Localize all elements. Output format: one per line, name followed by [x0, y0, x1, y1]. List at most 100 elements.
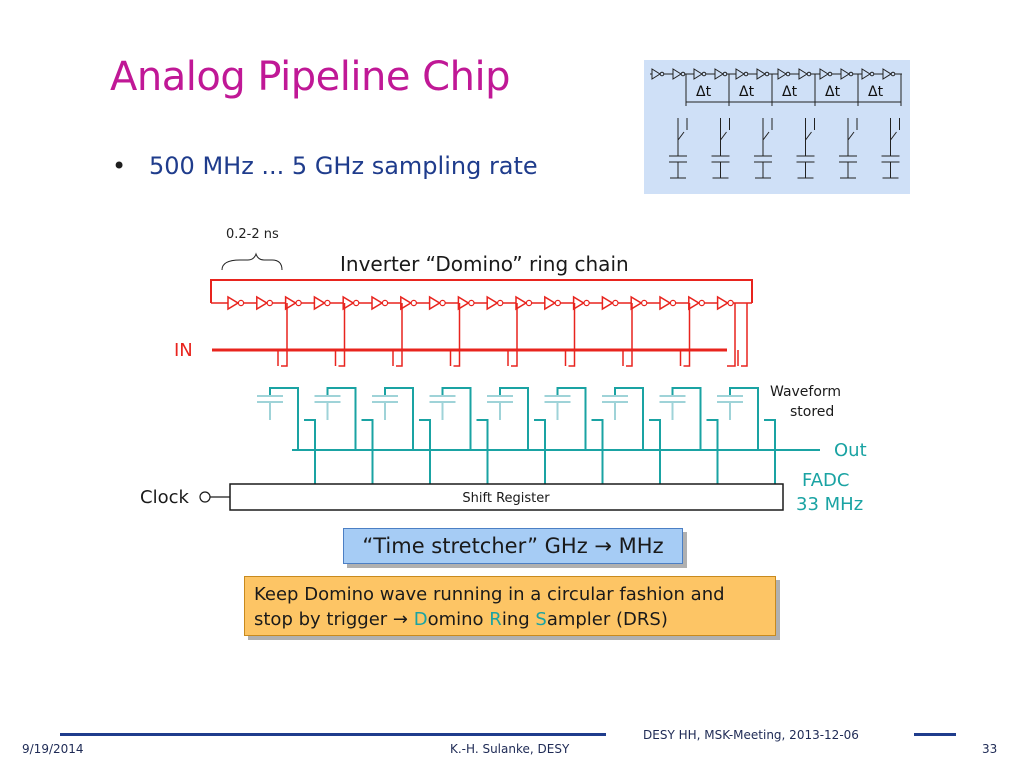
inset-bubble-2	[680, 71, 686, 77]
inverter-8	[428, 295, 442, 311]
inset-inverter-11	[861, 68, 871, 80]
inset-inverter-3	[693, 68, 703, 80]
cell-select-wire-6	[591, 419, 604, 484]
inset-delta-label-1: Δt	[696, 84, 712, 100]
inverter-bubble-14	[612, 299, 619, 307]
inset-inverter-7	[777, 68, 787, 80]
inset-bubble-1	[659, 71, 665, 77]
inverter-1	[227, 295, 240, 311]
inverter-bubble-11	[525, 299, 533, 307]
cell-readout-wire-4	[441, 387, 472, 450]
explanation-line-2: stop by trigger → Domino Ring Sampler (D…	[254, 607, 766, 632]
inset-switch-2	[720, 118, 727, 142]
cell-tap-9	[741, 303, 748, 367]
cell-readout-wire-8	[671, 387, 702, 450]
inset-bubble-3	[701, 71, 707, 77]
clock-input-circle	[199, 491, 211, 503]
inverter-4	[313, 295, 326, 311]
cell-tap-1	[281, 303, 288, 367]
cell-select-wire-2	[361, 419, 374, 484]
ring-end-tap	[727, 303, 736, 367]
fadc-rate-label: 33 MHz	[796, 494, 863, 515]
inset-inverter-9	[819, 68, 829, 80]
explanation-ing: ing	[501, 609, 536, 630]
inset-bubble-4	[722, 71, 728, 77]
inverter-bubble-12	[554, 299, 561, 307]
inset-bubble-11	[869, 71, 875, 77]
cell-readout-wire-9	[729, 387, 759, 450]
explanation-omino: omino	[427, 609, 490, 630]
shift-register	[229, 483, 784, 511]
inverter-12	[544, 295, 557, 311]
drs-letter-s: S	[535, 609, 547, 630]
inset-inverter-6	[756, 68, 766, 80]
inverter-bubble-2	[266, 299, 273, 307]
cell-select-wire-4	[476, 419, 489, 484]
chain-label: Inverter “Domino” ring chain	[340, 252, 629, 276]
explanation-prefix: stop by trigger →	[254, 609, 414, 630]
inverter-bubble-18	[727, 299, 734, 307]
domino-explanation-callout: Keep Domino wave running in a circular f…	[244, 576, 776, 636]
inverter-16	[659, 295, 672, 311]
inset-switch-4	[805, 118, 812, 142]
cell-readout-wire-1	[269, 387, 299, 450]
inverter-6	[371, 295, 384, 311]
inverter-10	[486, 295, 499, 311]
inset-switch-3	[762, 118, 770, 142]
cell-tap-4	[453, 303, 461, 367]
drs-letter-d: D	[413, 609, 428, 630]
explanation-line-1: Keep Domino wave running in a circular f…	[254, 584, 725, 605]
inverter-11	[515, 295, 528, 311]
inset-bubble-9	[827, 71, 833, 77]
domino-ring-diagram: 0.2-2 ns Inverter “Domino” ring chain IN…	[140, 227, 867, 515]
cell-tap-7	[626, 303, 633, 367]
inverter-bubble-5	[352, 299, 360, 307]
inverter-bubble-15	[641, 299, 648, 307]
inset-inverter-4	[714, 68, 724, 80]
inverter-bubble-3	[295, 299, 302, 307]
fadc-label: FADC	[802, 470, 849, 491]
inset-delta-label-2: Δt	[739, 84, 755, 100]
cell-readout-wire-5	[499, 387, 529, 450]
inverter-2	[256, 295, 269, 311]
stored-label: stored	[790, 404, 834, 420]
inverter-5	[342, 295, 355, 311]
footer-date: 9/19/2014	[22, 742, 84, 756]
cell-tap-6	[568, 303, 576, 367]
sampling-cells	[257, 303, 776, 484]
cell-select-wire-7	[649, 419, 661, 484]
timing-brace	[221, 252, 283, 271]
cell-readout-wire-7	[614, 387, 644, 450]
inset-delta-label-5: Δt	[868, 84, 884, 100]
timing-label: 0.2-2 ns	[226, 227, 279, 242]
inverter-7	[400, 295, 413, 311]
inverter-bubble-9	[468, 299, 475, 307]
inset-delta-label-3: Δt	[782, 84, 798, 100]
inverter-bubble-1	[237, 299, 245, 307]
input-label: IN	[174, 340, 193, 361]
inset-bubble-5	[743, 71, 749, 77]
inset-inverter-10	[840, 68, 850, 80]
slide-title: Analog Pipeline Chip	[110, 54, 510, 100]
footer-meeting: DESY HH, MSK-Meeting, 2013-12-06	[643, 728, 859, 742]
inset-inverter-2	[672, 68, 682, 80]
inset-switch-1	[677, 118, 685, 142]
inverter-bubble-13	[583, 299, 590, 307]
inset-inverter-8	[798, 68, 808, 80]
explanation-ampler: ampler (DRS)	[546, 609, 668, 630]
bullet-marker: •	[112, 152, 127, 180]
clock-label: Clock	[140, 487, 189, 508]
inverter-17	[688, 295, 701, 311]
inset-bubble-7	[785, 71, 791, 77]
cell-tap-3	[396, 303, 403, 367]
cell-select-wire-5	[534, 419, 546, 484]
inverter-15	[630, 295, 643, 311]
cell-select-wire-3	[419, 419, 431, 484]
footer-divider-left	[60, 733, 606, 736]
cell-select-wire-1	[304, 419, 316, 484]
footer-divider-right	[914, 733, 956, 736]
drs-letter-r: R	[489, 609, 502, 630]
inset-bubble-8	[806, 71, 812, 77]
inset-switch-5	[847, 118, 855, 142]
